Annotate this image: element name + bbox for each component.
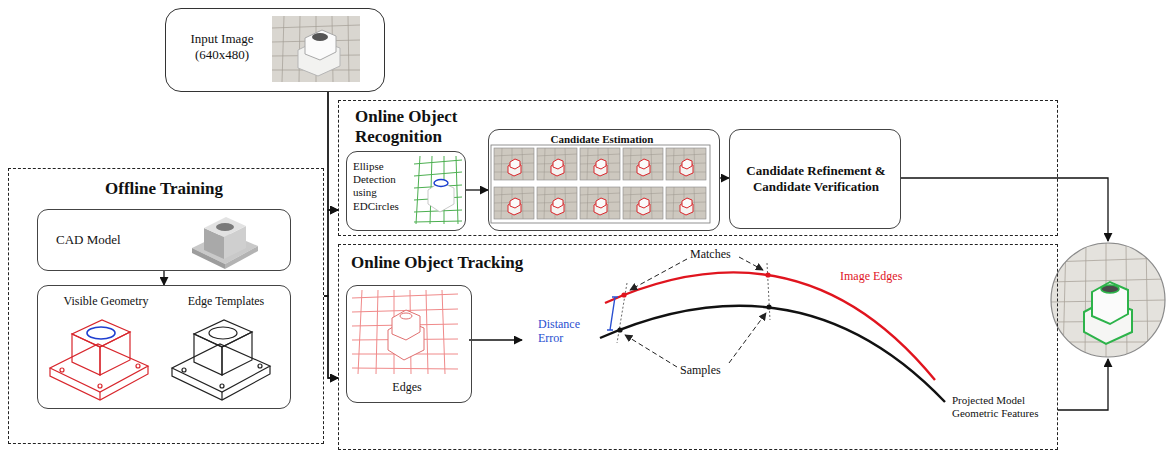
process-box: Visible GeometryEdge Templates — [37, 285, 291, 409]
text-slot: Edges — [347, 380, 467, 394]
text-slot: Edge Templates — [166, 294, 286, 308]
text-slot: Offline Training — [9, 179, 319, 199]
result-circle — [1051, 243, 1165, 357]
template-hole — [209, 327, 237, 339]
input-photo — [272, 16, 360, 82]
output-arrow — [900, 178, 1108, 241]
hole-ellipse — [87, 327, 115, 339]
box-title: Candidate Estimation — [489, 133, 715, 146]
box-title: Ellipse Detection using EDCircles — [353, 160, 415, 213]
process-box: Ellipse Detection using EDCircles — [346, 151, 466, 231]
result-picture — [1050, 242, 1166, 358]
flow-connector — [328, 92, 338, 210]
process-box: Edges — [346, 285, 472, 403]
visible-geometry-wireframe — [50, 320, 148, 400]
output-arrow — [1058, 359, 1108, 410]
flow-connector — [466, 189, 488, 190]
text-slot: Candidate Refinement & Candidate Verific… — [741, 163, 891, 194]
flow-connector — [163, 271, 164, 285]
annotation-label: Image Edges — [840, 270, 930, 284]
flow-connector — [324, 296, 338, 378]
box-title: Input Image (640x480) — [176, 31, 268, 62]
box-title: CAD Model — [56, 232, 166, 248]
candidate-thumbnails — [491, 145, 710, 223]
annotation-label: Projected Model Geometric Features — [952, 394, 1052, 419]
flow-connector — [720, 177, 729, 178]
tracking-sketch — [600, 257, 945, 402]
annotation-label: Matches — [690, 248, 750, 262]
annotation-label: Distance Error — [538, 318, 592, 346]
flow-connector — [328, 92, 338, 378]
text-slot: CAD Model — [56, 232, 166, 248]
text-slot: Visible Geometry — [46, 294, 166, 308]
annotation-label: Samples — [680, 364, 740, 378]
stage-region: CAD ModelVisible GeometryEdge Templates O… — [8, 168, 324, 444]
process-box: Candidate Estimation — [488, 129, 720, 231]
text-slot: Input Image (640x480) — [176, 31, 268, 62]
box-title: Visible Geometry — [46, 294, 166, 308]
flow-connector — [324, 210, 338, 296]
box-title: Online Object Recognition — [355, 107, 480, 148]
ellipse-detection-picture — [414, 156, 462, 224]
stage-region: Ellipse Detection using EDCircles Candida… — [338, 100, 1058, 236]
process-box: CAD Model — [37, 209, 291, 271]
flow-arrow — [469, 339, 522, 340]
edge-template-wireframe — [172, 320, 270, 400]
box-title: Candidate Refinement & Candidate Verific… — [741, 163, 891, 194]
box-title: Offline Training — [9, 179, 319, 199]
box-title: Edges — [347, 380, 467, 394]
text-slot: Online Object Recognition — [355, 107, 480, 148]
text-slot: Online Object Tracking — [351, 253, 611, 273]
box-title: Online Object Tracking — [351, 253, 611, 273]
cad-model-render — [192, 217, 258, 269]
stage-region: Edges Online Object Tracking — [338, 244, 1058, 450]
text-slot: Candidate Estimation — [489, 133, 715, 146]
input-box: Input Image (640x480) — [165, 8, 385, 92]
edge-map-picture — [352, 290, 458, 374]
text-slot: Ellipse Detection using EDCircles — [353, 160, 415, 213]
process-box: Candidate Refinement & Candidate Verific… — [729, 129, 901, 229]
box-text: Edge Templates — [166, 294, 286, 308]
